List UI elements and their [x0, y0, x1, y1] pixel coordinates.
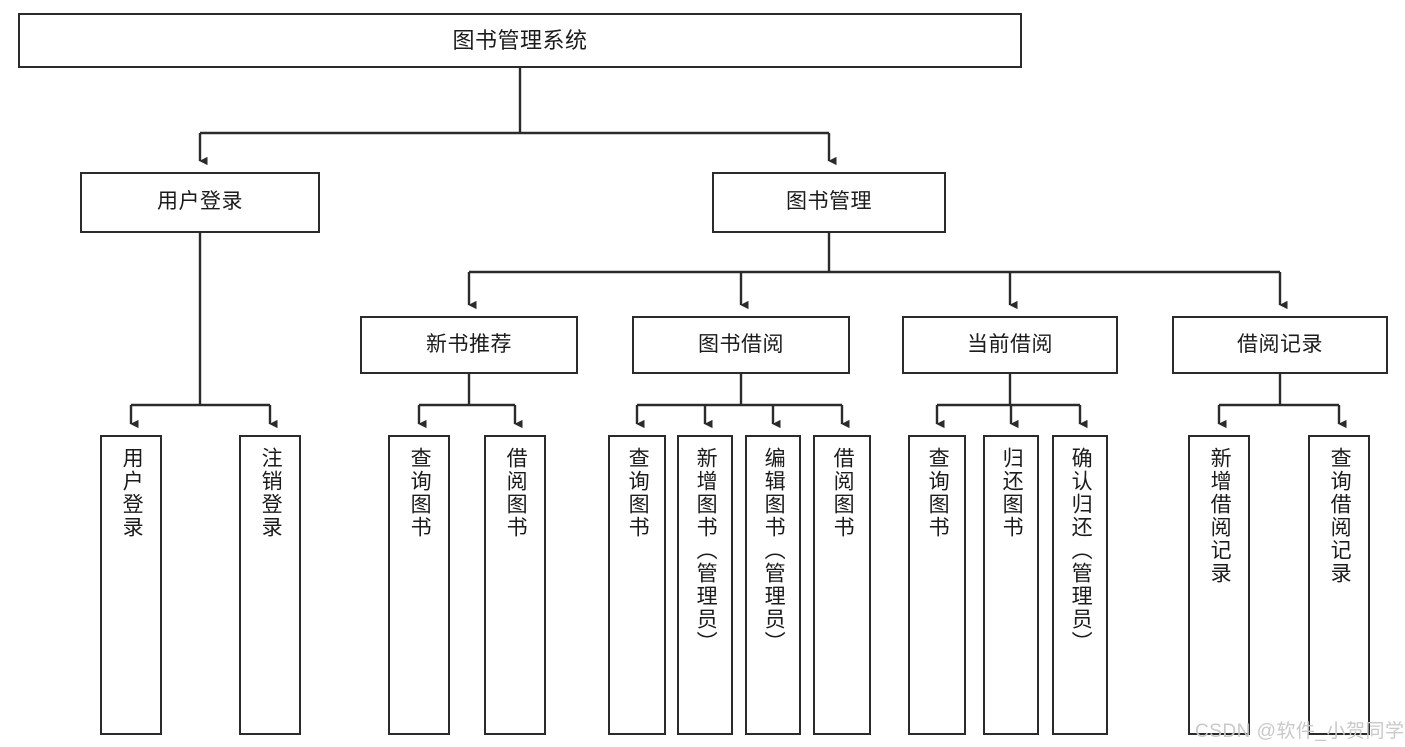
node-label: 当前借阅 — [967, 332, 1053, 356]
node-book-borrow[interactable]: 图书借阅 — [632, 316, 850, 374]
node-label: 用户登录 — [120, 447, 144, 539]
node-leaf-user-logout[interactable]: 注销登录 — [239, 435, 301, 735]
node-leaf-bb-edit[interactable]: 编辑图书（管理员） — [745, 435, 801, 735]
watermark-label: CSDN @软件_小贺同学 — [1195, 721, 1405, 742]
node-root[interactable]: 图书管理系统 — [18, 13, 1022, 68]
node-label: 用户登录 — [157, 190, 243, 214]
node-label: 借阅图书 — [504, 447, 528, 539]
node-leaf-cb-confirm[interactable]: 确认归还（管理员） — [1052, 435, 1108, 735]
node-label: 查询图书 — [926, 447, 950, 539]
node-leaf-rec-borrow[interactable]: 借阅图书 — [484, 435, 546, 735]
node-leaf-br-add[interactable]: 新增借阅记录 — [1188, 435, 1250, 735]
node-label: 新增图书（管理员） — [694, 447, 718, 654]
node-leaf-rec-query[interactable]: 查询图书 — [388, 435, 450, 735]
node-label: 图书管理系统 — [452, 27, 588, 53]
node-label: 归还图书 — [1000, 447, 1024, 539]
node-leaf-user-login[interactable]: 用户登录 — [100, 435, 162, 735]
node-leaf-br-query[interactable]: 查询借阅记录 — [1308, 435, 1370, 735]
node-label: 编辑图书（管理员） — [762, 447, 786, 654]
node-label: 借阅图书 — [831, 447, 855, 539]
node-label: 图书借阅 — [698, 332, 784, 356]
node-leaf-bb-query[interactable]: 查询图书 — [608, 435, 666, 735]
node-label: 新书推荐 — [426, 332, 512, 356]
node-leaf-bb-add[interactable]: 新增图书（管理员） — [677, 435, 733, 735]
node-borrow-record[interactable]: 借阅记录 — [1172, 316, 1388, 374]
node-leaf-bb-borrow[interactable]: 借阅图书 — [813, 435, 871, 735]
node-user-login[interactable]: 用户登录 — [80, 172, 320, 233]
node-leaf-cb-query[interactable]: 查询图书 — [908, 435, 966, 735]
node-label: 查询图书 — [626, 447, 650, 539]
node-label: 确认归还（管理员） — [1069, 447, 1093, 654]
node-label: 借阅记录 — [1237, 332, 1323, 356]
node-new-book-rec[interactable]: 新书推荐 — [360, 316, 578, 374]
node-current-borrow[interactable]: 当前借阅 — [902, 316, 1118, 374]
node-label: 图书管理 — [786, 190, 872, 214]
node-label: 新增借阅记录 — [1208, 447, 1232, 585]
node-label: 查询借阅记录 — [1328, 447, 1352, 585]
node-book-manage[interactable]: 图书管理 — [712, 172, 946, 233]
node-label: 注销登录 — [259, 447, 283, 539]
node-leaf-cb-return[interactable]: 归还图书 — [983, 435, 1039, 735]
node-label: 查询图书 — [408, 447, 432, 539]
